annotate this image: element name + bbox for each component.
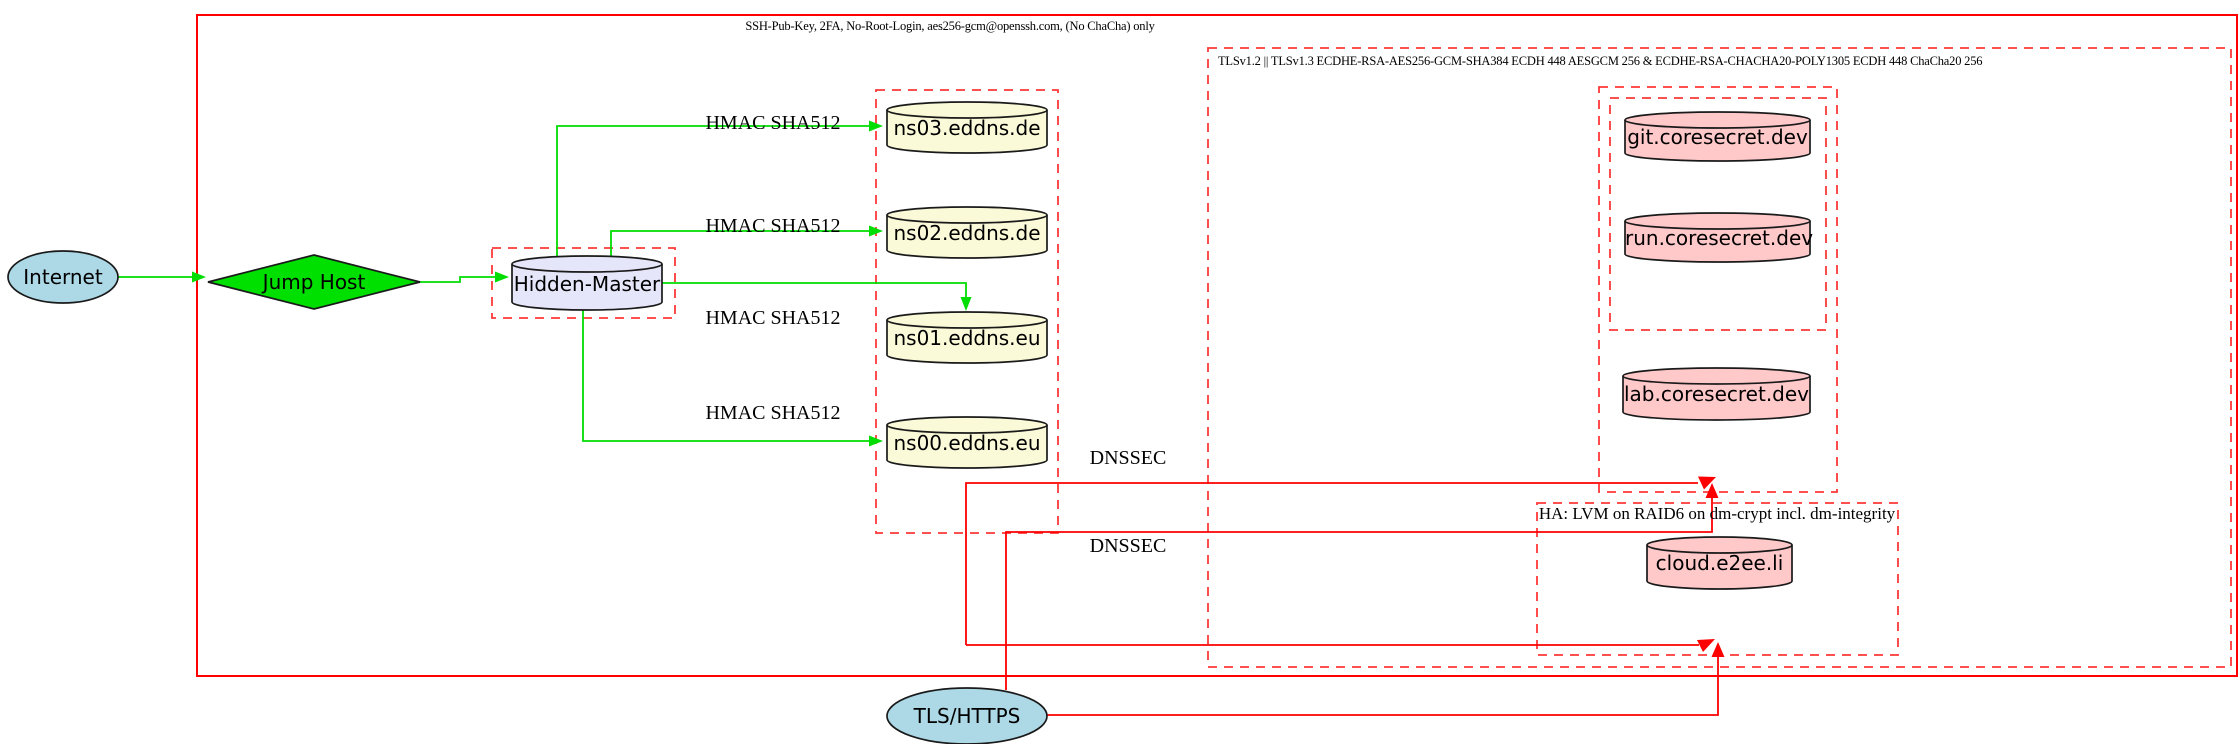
node-run (1624, 212, 1811, 263)
edge-label-hmac-ns02: HMAC SHA512 (705, 215, 841, 237)
node-cloud-label: cloud.e2ee.li (1655, 551, 1784, 575)
edge-dnssec-to-ha (966, 639, 1715, 652)
node-hidden-master (511, 255, 663, 311)
node-cloud (1646, 536, 1793, 590)
cluster-ssh-label: SSH-Pub-Key, 2FA, No-Root-Login, aes256-… (745, 19, 1155, 33)
node-tls-https (886, 687, 1048, 744)
arrowhead (1705, 483, 1719, 498)
arrowhead (869, 120, 883, 132)
arrowhead (960, 297, 972, 311)
node-ns03 (886, 101, 1048, 154)
cluster-ha-label: HA: LVM on RAID6 on dm-crypt incl. dm-in… (1538, 504, 1896, 523)
node-internet-label: Internet (23, 265, 103, 289)
edge-hiddenmaster-to-ns01 (662, 282, 972, 311)
cluster-tls-label: TLSv1.2 || TLSv1.3 ECDHE-RSA-AES256-GCM-… (1218, 54, 1983, 68)
node-jump-host (207, 254, 421, 310)
node-lab (1622, 367, 1811, 421)
arrowhead (1711, 642, 1725, 657)
node-ns02-label: ns02.eddns.de (893, 221, 1041, 245)
arrowhead (869, 435, 883, 447)
arrowhead (869, 225, 883, 237)
node-hidden-master-label: Hidden-Master (513, 272, 661, 296)
node-git (1624, 111, 1811, 162)
edge-hiddenmaster-to-ns02 (610, 225, 883, 257)
node-ns01 (886, 311, 1048, 364)
arrowhead (192, 271, 206, 283)
cluster-ns-box (875, 89, 1059, 534)
arrowhead (1697, 639, 1715, 652)
edge-tlshttps-to-coresecret (1005, 483, 1719, 690)
arrowhead (1698, 476, 1716, 490)
cluster-tls-box (1207, 47, 2232, 668)
edge-label-dnssec-1: DNSSEC (1089, 447, 1167, 469)
node-ns00-label: ns00.eddns.eu (893, 431, 1041, 455)
cluster-coresecret-box (1598, 86, 1838, 493)
node-jump-host-label: Jump Host (262, 270, 366, 294)
arrowhead (495, 271, 509, 283)
node-lab-label: lab.coresecret.dev (1623, 382, 1810, 406)
edge-internet-to-jumphost (118, 271, 206, 283)
node-ns02 (886, 206, 1048, 259)
edge-jumphost-to-hiddenmaster (420, 271, 509, 283)
cluster-ssh-box (196, 14, 2238, 677)
node-run-label: run.coresecret.dev (1625, 226, 1814, 250)
edge-tlshttps-to-ha (1047, 642, 1725, 716)
edge-label-hmac-ns03: HMAC SHA512 (705, 112, 841, 134)
edge-label-hmac-ns01: HMAC SHA512 (705, 307, 841, 329)
edge-hiddenmaster-to-ns03 (556, 120, 883, 257)
node-ns03-label: ns03.eddns.de (893, 116, 1041, 140)
edge-dnssec-to-coresecret (965, 476, 1716, 645)
node-git-label: git.coresecret.dev (1627, 125, 1808, 149)
edge-label-dnssec-2: DNSSEC (1089, 535, 1167, 557)
edge-hiddenmaster-to-ns00 (582, 310, 883, 447)
node-ns01-label: ns01.eddns.eu (893, 326, 1041, 350)
node-internet (7, 250, 119, 304)
node-tls-https-label: TLS/HTTPS (913, 704, 1021, 728)
edge-label-hmac-ns00: HMAC SHA512 (705, 402, 841, 424)
node-ns00 (886, 416, 1048, 469)
